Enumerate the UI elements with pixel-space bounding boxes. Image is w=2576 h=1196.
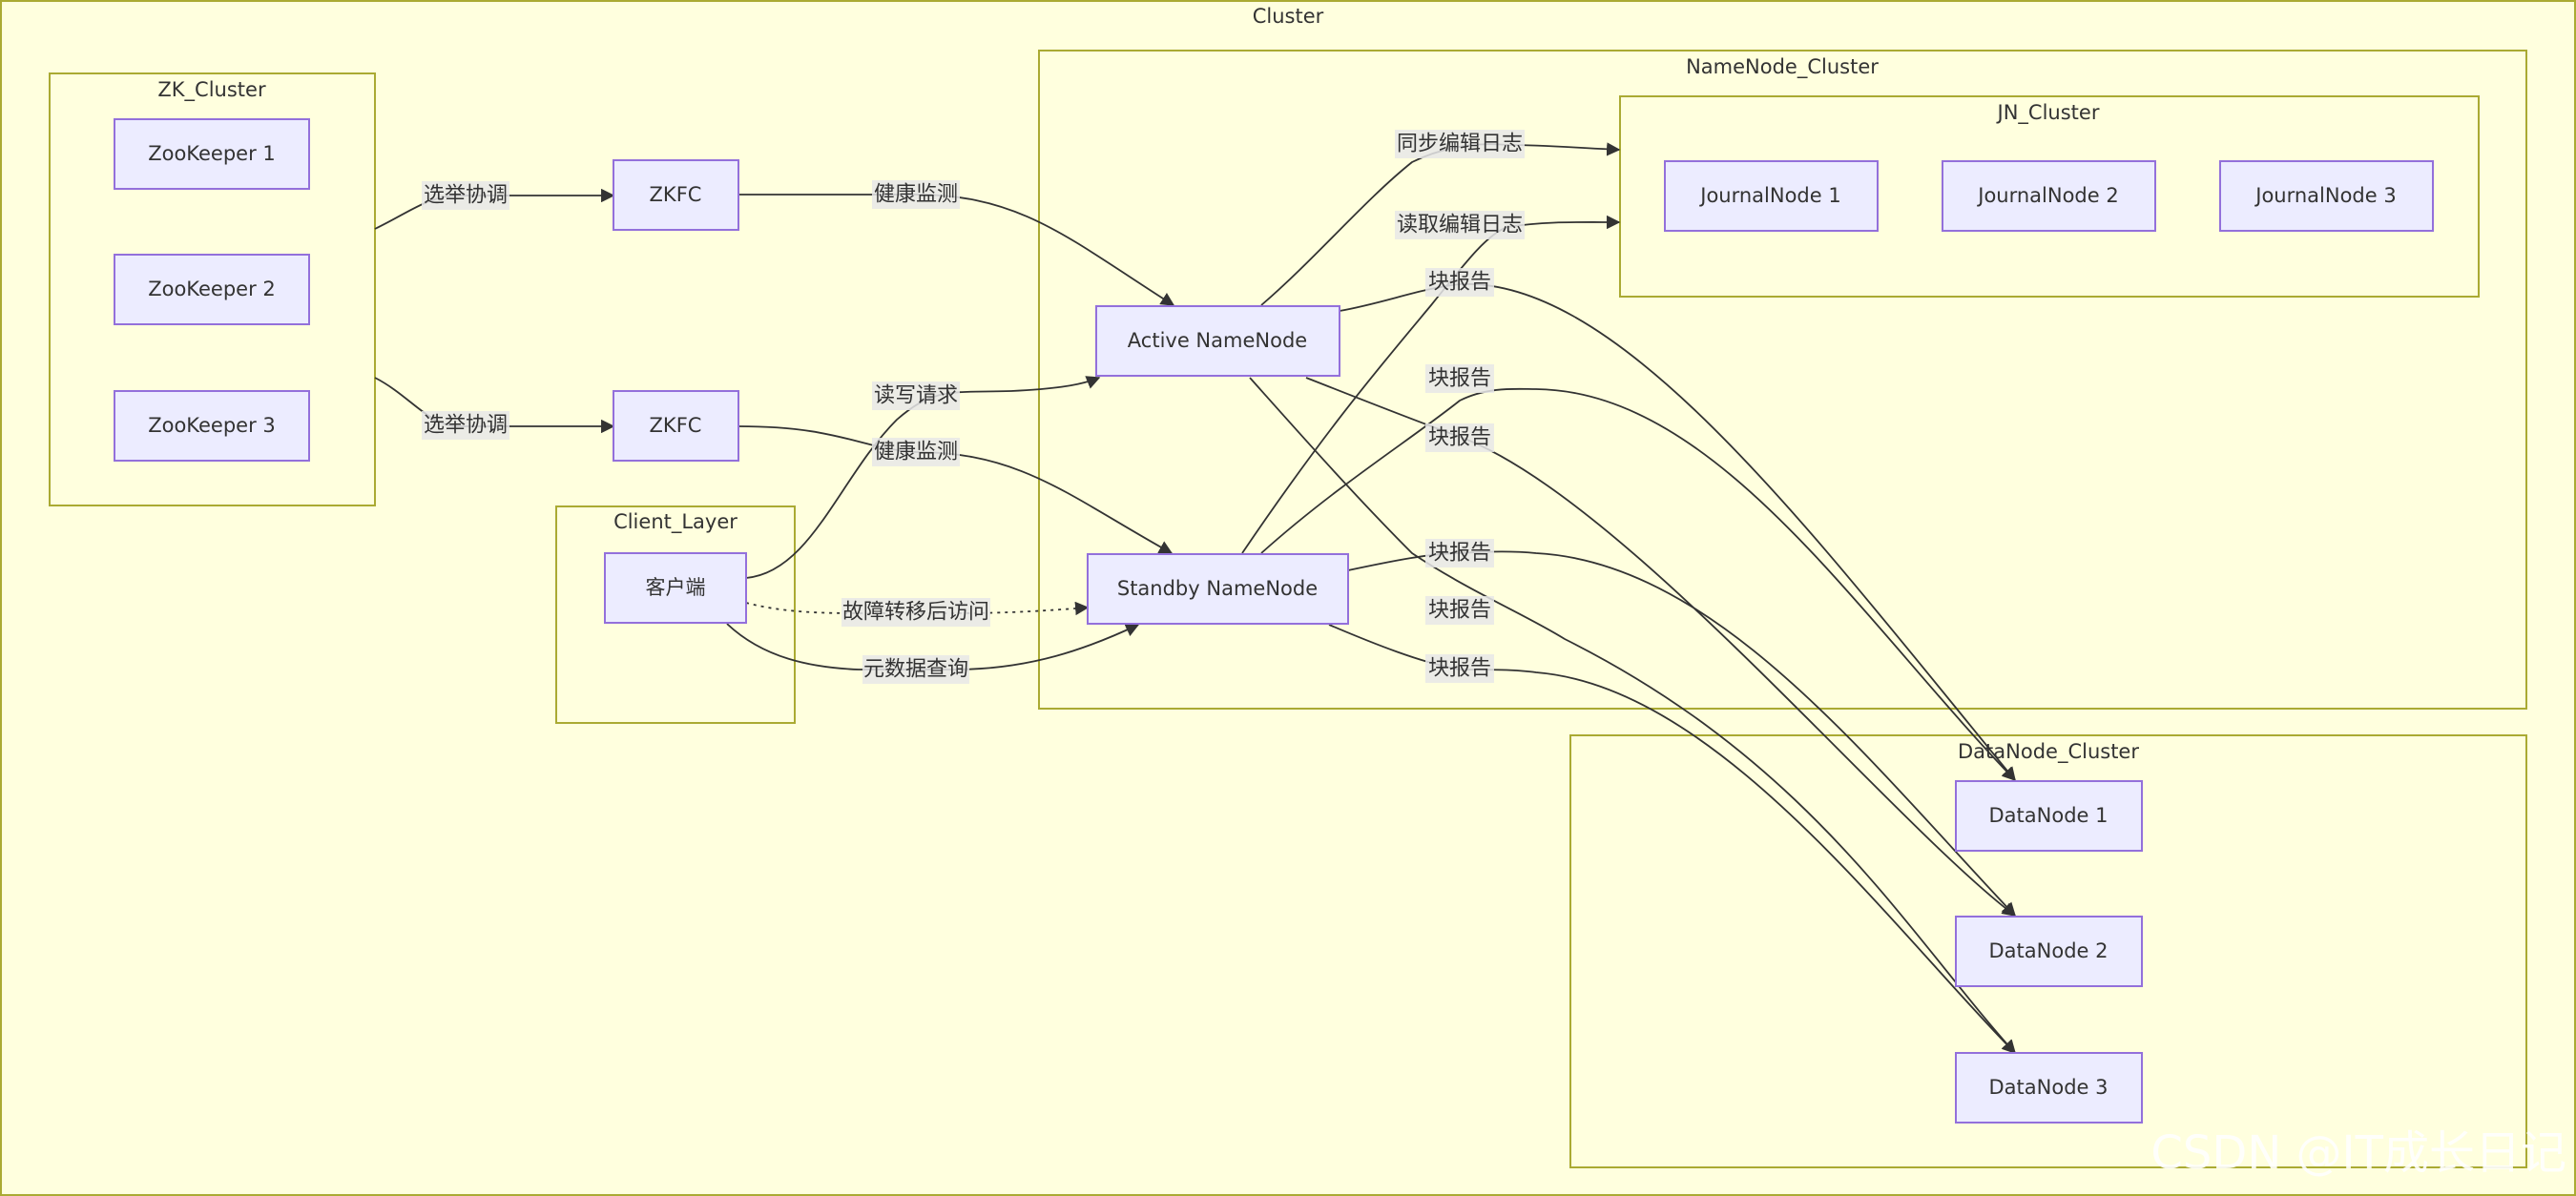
label-failover-access-text: 故障转移后访问 xyxy=(842,601,989,625)
watermark: CSDN @IT成长日记 xyxy=(2150,1126,2566,1180)
label-health-1: 健康监测 xyxy=(872,180,960,209)
node-zookeeper-2-label: ZooKeeper 2 xyxy=(148,278,276,300)
node-zkfc-2[interactable]: ZKFC xyxy=(613,390,739,462)
edge-standby-dn1 xyxy=(1260,387,2016,782)
edge-standby-dn3 xyxy=(1328,624,2017,1055)
node-zookeeper-2[interactable]: ZooKeeper 2 xyxy=(114,254,310,325)
node-standby-namenode[interactable]: Standby NameNode xyxy=(1087,553,1349,625)
label-block-report-3-text: 块报告 xyxy=(1428,426,1491,450)
node-journalnode-2[interactable]: JournalNode 2 xyxy=(1942,160,2156,232)
label-block-report-5: 块报告 xyxy=(1425,596,1494,625)
node-zkfc-1[interactable]: ZKFC xyxy=(613,159,739,231)
edge-active-dn2 xyxy=(1305,377,2017,917)
label-block-report-6: 块报告 xyxy=(1425,654,1494,683)
node-datanode-1-label: DataNode 1 xyxy=(1989,804,2109,827)
edge-labels: 选举协调 选举协调 健康监测 健康监测 同步编辑日志 读取编辑日志 读写请求 xyxy=(422,130,1525,684)
label-election-2: 选举协调 xyxy=(422,411,509,440)
label-metadata-query: 元数据查询 xyxy=(862,655,969,684)
node-datanode-1[interactable]: DataNode 1 xyxy=(1955,780,2143,852)
edge-active-dn1 xyxy=(1339,283,2016,782)
label-block-report-1-text: 块报告 xyxy=(1428,271,1491,295)
node-datanode-3[interactable]: DataNode 3 xyxy=(1955,1052,2143,1124)
node-datanode-2[interactable]: DataNode 2 xyxy=(1955,916,2143,987)
label-sync-edits: 同步编辑日志 xyxy=(1395,130,1525,158)
cluster-zk-title: ZK_Cluster xyxy=(157,78,266,102)
label-election-2-text: 选举协调 xyxy=(424,414,508,438)
cluster-jn-title: JN_Cluster xyxy=(1996,101,2100,125)
node-journalnode-1[interactable]: JournalNode 1 xyxy=(1664,160,1879,232)
node-zookeeper-1-label: ZooKeeper 1 xyxy=(148,142,276,165)
node-datanode-2-label: DataNode 2 xyxy=(1989,939,2109,962)
label-election-1-text: 选举协调 xyxy=(424,184,508,208)
label-block-report-3: 块报告 xyxy=(1425,423,1494,452)
label-block-report-5-text: 块报告 xyxy=(1428,599,1491,623)
label-block-report-4-text: 块报告 xyxy=(1428,542,1491,566)
node-client-label: 客户端 xyxy=(646,576,706,599)
label-metadata-query-text: 元数据查询 xyxy=(863,658,968,682)
node-zookeeper-3[interactable]: ZooKeeper 3 xyxy=(114,390,310,462)
label-sync-edits-text: 同步编辑日志 xyxy=(1397,133,1523,156)
node-journalnode-3[interactable]: JournalNode 3 xyxy=(2219,160,2434,232)
edge-active-dn3 xyxy=(1249,377,2016,1055)
node-zookeeper-1[interactable]: ZooKeeper 1 xyxy=(114,118,310,190)
label-block-report-4: 块报告 xyxy=(1425,539,1494,567)
cluster-namenode-title: NameNode_Cluster xyxy=(1686,55,1879,79)
nodes: ZooKeeper 1 ZooKeeper 2 ZooKeeper 3 ZKFC… xyxy=(114,118,2434,1124)
label-block-report-2: 块报告 xyxy=(1425,364,1494,393)
label-rw-request-text: 读写请求 xyxy=(874,384,958,408)
node-zkfc-2-label: ZKFC xyxy=(650,414,702,437)
node-journalnode-2-label: JournalNode 2 xyxy=(1976,184,2118,207)
label-block-report-1: 块报告 xyxy=(1425,268,1494,297)
label-health-2-text: 健康监测 xyxy=(874,441,958,464)
label-election-1: 选举协调 xyxy=(422,181,509,210)
node-active-namenode[interactable]: Active NameNode xyxy=(1095,305,1340,377)
node-standby-namenode-label: Standby NameNode xyxy=(1117,577,1318,600)
label-health-2: 健康监测 xyxy=(872,438,960,466)
label-block-report-6-text: 块报告 xyxy=(1428,657,1491,681)
node-active-namenode-label: Active NameNode xyxy=(1128,329,1307,352)
node-client[interactable]: 客户端 xyxy=(604,552,747,624)
node-journalnode-1-label: JournalNode 1 xyxy=(1698,184,1840,207)
label-rw-request: 读写请求 xyxy=(872,381,960,410)
cluster-client-title: Client_Layer xyxy=(613,510,737,534)
label-failover-access: 故障转移后访问 xyxy=(841,598,990,627)
node-zookeeper-3-label: ZooKeeper 3 xyxy=(148,414,276,437)
label-health-1-text: 健康监测 xyxy=(874,183,958,207)
label-block-report-2-text: 块报告 xyxy=(1428,367,1491,391)
label-read-edits: 读取编辑日志 xyxy=(1395,211,1525,239)
label-read-edits-text: 读取编辑日志 xyxy=(1397,214,1523,237)
node-journalnode-3-label: JournalNode 3 xyxy=(2254,184,2396,207)
node-datanode-3-label: DataNode 3 xyxy=(1989,1076,2109,1099)
node-zkfc-1-label: ZKFC xyxy=(650,183,702,206)
cluster-outer-title: Cluster xyxy=(1253,5,1324,28)
